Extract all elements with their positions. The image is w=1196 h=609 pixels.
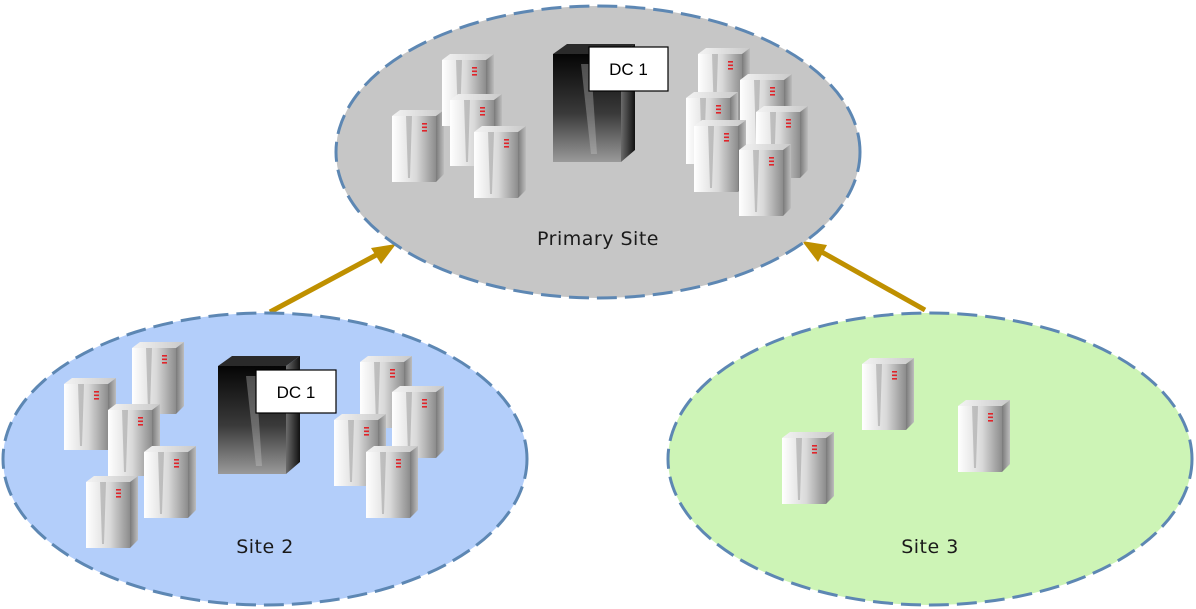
primary-site[interactable]: DC 1 Primary Site: [334, 4, 862, 300]
connector-arrow-site3-to-primary: [802, 241, 927, 313]
site-3[interactable]: Site 3: [666, 311, 1194, 607]
site-2[interactable]: DC 1 Site 2: [1, 311, 529, 607]
site-3-label: Site 3: [901, 536, 959, 558]
site-2-label: Site 2: [236, 536, 294, 558]
site-3-boundary: [666, 311, 1194, 607]
site-2-dc-label-text: DC 1: [277, 383, 316, 402]
site-2-dc-label: DC 1: [255, 369, 337, 414]
primary-site-label: Primary Site: [537, 228, 659, 250]
primary-dc-label: DC 1: [588, 46, 669, 92]
connector-arrow-site2-to-primary: [268, 244, 396, 315]
primary-dc-label-text: DC 1: [609, 60, 648, 79]
